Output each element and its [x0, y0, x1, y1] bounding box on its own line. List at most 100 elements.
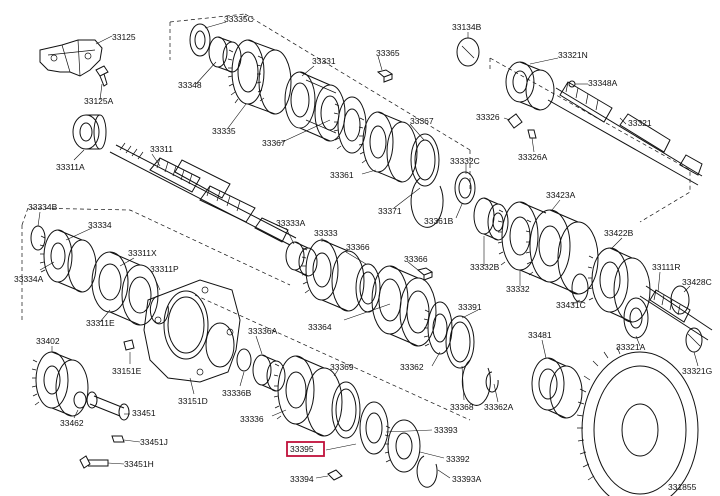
label-33365[interactable]: 33365 [376, 48, 400, 58]
label-33422B[interactable]: 33422B [604, 228, 634, 238]
sleeve-33364[interactable] [371, 265, 437, 347]
label-33311X[interactable]: 33311X [128, 248, 157, 258]
label-33369[interactable]: 33369 [330, 362, 354, 372]
hub-33393[interactable] [359, 401, 389, 455]
label-33331[interactable]: 33331 [312, 56, 336, 66]
label-33362A[interactable]: 33362A [484, 402, 514, 412]
ring-33391[interactable] [445, 315, 475, 369]
label-33334A[interactable]: 33334A [14, 274, 44, 284]
label-33311[interactable]: 33311 [150, 144, 173, 154]
ring-gear-large[interactable] [576, 346, 699, 496]
label-33151E[interactable]: 33151E [112, 366, 142, 376]
label-33332C[interactable]: 33332C [450, 156, 480, 166]
ring-33367b[interactable] [410, 133, 440, 187]
label-33321N[interactable]: 33321N [558, 50, 588, 60]
washer-33336B[interactable] [236, 348, 252, 372]
plate-33151D[interactable] [143, 279, 241, 383]
plug-33134B[interactable] [456, 37, 480, 67]
label-33428C[interactable]: 33428C [682, 277, 712, 287]
bracket-33125[interactable] [39, 39, 103, 77]
bearing-33348[interactable] [208, 36, 242, 73]
label-33336A[interactable]: 33336A [248, 326, 278, 336]
label-33134B[interactable]: 33134B [452, 22, 482, 32]
label-33334B[interactable]: 33334B [28, 202, 58, 212]
label-33125A[interactable]: 33125A [84, 96, 114, 106]
washer-33334B[interactable] [30, 225, 46, 251]
label-33423A[interactable]: 33423A [546, 190, 576, 200]
gear-33361[interactable] [358, 111, 418, 183]
label-33364[interactable]: 33364 [308, 322, 332, 332]
label-33392[interactable]: 33392 [446, 454, 470, 464]
label-33462[interactable]: 33462 [60, 418, 84, 428]
label-33326[interactable]: 33326 [476, 112, 500, 122]
bearing-33336A[interactable] [252, 354, 286, 392]
gear-33423A[interactable] [525, 209, 599, 295]
gear-33402[interactable] [31, 351, 89, 417]
label-33393A[interactable]: 33393A [452, 474, 482, 484]
label-33321[interactable]: 33321 [628, 118, 652, 128]
counter-shaft-33321[interactable] [547, 81, 703, 186]
label-33348[interactable]: 33348 [178, 80, 202, 90]
snap-ring-33311P[interactable] [149, 295, 169, 325]
key-33394[interactable] [327, 469, 343, 481]
label-33391[interactable]: 33391 [458, 302, 482, 312]
snap-ring-33371[interactable] [410, 177, 444, 228]
washer-33431C[interactable] [571, 273, 589, 303]
gear-33334[interactable] [39, 229, 97, 293]
label-33393[interactable]: 33393 [434, 425, 458, 435]
pin-33451J[interactable] [111, 435, 125, 443]
gear-33332[interactable] [497, 201, 547, 282]
label-33336[interactable]: 33336 [240, 414, 264, 424]
shaft-33451[interactable] [86, 391, 130, 421]
label-33111R[interactable]: 33111R [652, 262, 681, 272]
snap-ring-33368[interactable] [461, 359, 491, 406]
ring-33366[interactable] [355, 263, 381, 313]
key-33366b[interactable] [416, 267, 434, 281]
label-33451J[interactable]: 33451J [140, 437, 168, 447]
label-33311P[interactable]: 33311P [150, 264, 179, 274]
sleeve-33331[interactable] [284, 71, 346, 142]
label-33362[interactable]: 33362 [400, 362, 424, 372]
label-33151D[interactable]: 33151D [178, 396, 208, 406]
label-33368[interactable]: 33368 [450, 402, 474, 412]
gear-33321A[interactable] [623, 297, 649, 339]
label-33348A[interactable]: 33348A [588, 78, 618, 88]
input-shaft-33311[interactable] [109, 142, 297, 246]
gear-33422B[interactable] [587, 247, 651, 323]
label-33333A[interactable]: 33333A [276, 218, 306, 228]
gear-33335[interactable] [227, 39, 292, 115]
label-33366[interactable]: 33366 [346, 242, 370, 252]
label-33335C[interactable]: 33335C [224, 14, 254, 24]
label-33451H[interactable]: 33451H [124, 459, 154, 469]
label-33451[interactable]: 33451 [132, 408, 156, 418]
label-33361[interactable]: 33361 [330, 170, 354, 180]
label-33326A[interactable]: 33326A [518, 152, 548, 162]
label-33336B[interactable]: 33336B [222, 388, 252, 398]
clip-33362A[interactable] [485, 371, 499, 393]
label-33367[interactable]: 33367 [262, 138, 286, 148]
label-33332[interactable]: 33332 [506, 284, 530, 294]
label-33334[interactable]: 33334 [88, 220, 112, 230]
bearing-33332B[interactable] [473, 197, 509, 241]
label-33431C[interactable]: 33431C [556, 300, 586, 310]
bearing-33428C[interactable] [670, 285, 690, 315]
label-33321A[interactable]: 33321A [616, 342, 646, 352]
label-33481[interactable]: 33481 [528, 330, 552, 340]
label-33125[interactable]: 33125 [112, 32, 136, 42]
label-33332B[interactable]: 33332B [470, 262, 500, 272]
washer-33462[interactable] [73, 391, 87, 409]
bearing-33481[interactable] [531, 357, 583, 419]
label-33367b[interactable]: 33367 [410, 116, 434, 126]
ring-33369[interactable] [331, 381, 361, 439]
washer-33332C[interactable] [454, 171, 476, 205]
label-33394[interactable]: 33394 [290, 474, 314, 484]
snap-ring-33393A[interactable] [416, 455, 438, 488]
pin-33326A[interactable] [527, 129, 537, 139]
label-33395[interactable]: 33395 [290, 444, 314, 454]
gear-33336[interactable] [273, 355, 343, 437]
label-33321G[interactable]: 33321G [682, 366, 712, 376]
label-33311A[interactable]: 33311A [56, 162, 85, 172]
key-33365[interactable] [376, 69, 394, 83]
bearing-33321N[interactable] [505, 61, 555, 111]
hub-33362[interactable] [423, 301, 453, 355]
